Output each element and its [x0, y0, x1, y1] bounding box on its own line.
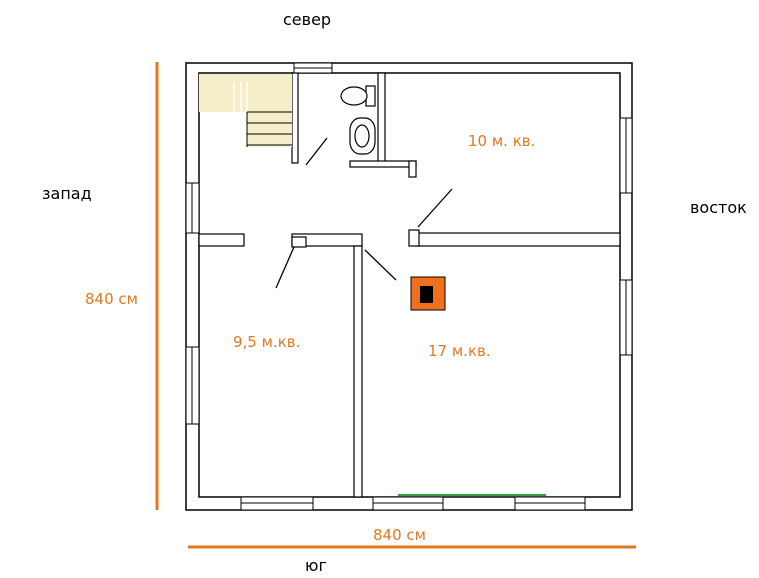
dividing-wall-vertical — [353, 245, 363, 498]
door-northeast-room — [417, 188, 453, 228]
windows — [185, 62, 633, 511]
bathroom-wall-west — [291, 72, 299, 164]
doors — [275, 137, 453, 289]
stove-icon — [410, 276, 446, 311]
northeast-room-wall-south — [415, 232, 621, 247]
bathroom-wall-stub — [408, 160, 417, 178]
interior-walls — [198, 72, 621, 498]
hallway-wall-west — [198, 233, 245, 247]
bathroom-wall-east — [377, 72, 386, 167]
bathroom-wall-south — [349, 160, 417, 168]
hallway-wall-jamb — [291, 236, 307, 248]
width-dimension-label: 840 см — [373, 526, 426, 544]
door-southeast-room — [364, 249, 397, 281]
door-bathroom — [305, 137, 328, 166]
direction-east: восток — [690, 198, 747, 217]
height-dimension-label: 840 см — [85, 290, 138, 308]
direction-south: юг — [305, 556, 327, 575]
room-area-southwest: 9,5 м.кв. — [233, 333, 301, 351]
direction-north: север — [283, 10, 332, 29]
stairs-icon — [199, 74, 292, 147]
room-area-northeast: 10 м. кв. — [468, 132, 536, 150]
northeast-room-door-jamb — [408, 229, 420, 247]
direction-west: запад — [42, 184, 92, 203]
toilet-icon — [340, 85, 376, 107]
sink-icon — [349, 117, 376, 155]
door-southwest-room — [275, 246, 295, 289]
room-area-southeast: 17 м.кв. — [428, 342, 491, 360]
